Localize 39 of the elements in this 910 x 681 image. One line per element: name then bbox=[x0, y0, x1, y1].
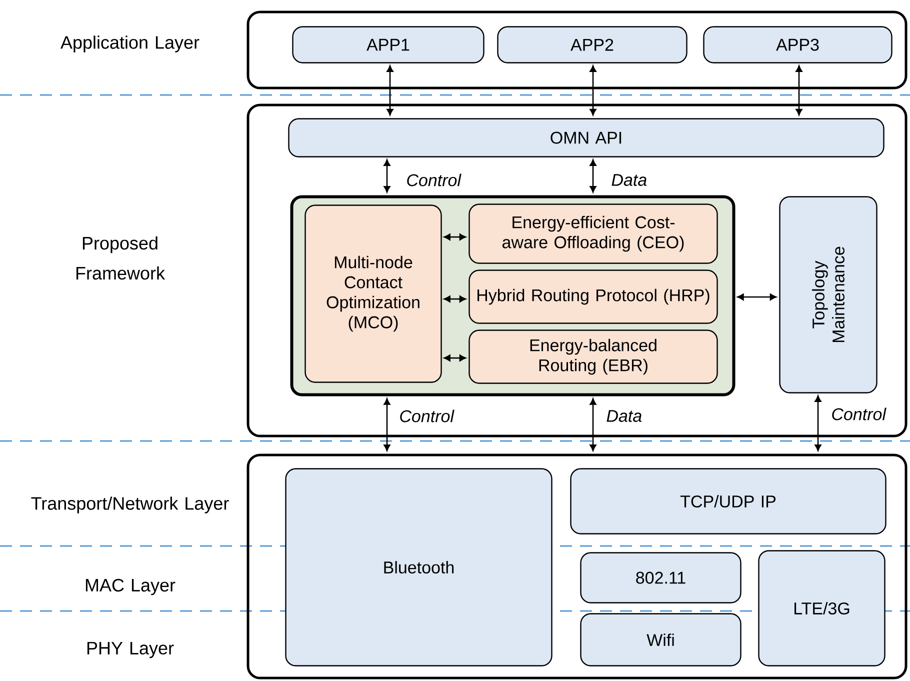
protocol-box: Bluetooth bbox=[285, 468, 552, 666]
module-box: Energy-balanced Routing (EBR) bbox=[468, 330, 718, 384]
protocol-box: 802.11 bbox=[580, 552, 742, 604]
edge-label: Control bbox=[398, 408, 455, 424]
layer-label: Application Layer bbox=[60, 36, 200, 52]
module-box: Topology Maintenance bbox=[779, 196, 878, 394]
module-box: Multi-node Contact Optimization (MCO) bbox=[304, 204, 442, 383]
arrow bbox=[796, 65, 802, 116]
arrow bbox=[814, 395, 822, 452]
arrow bbox=[590, 65, 596, 116]
app-box: APP3 bbox=[703, 26, 892, 64]
layer-frame bbox=[246, 10, 908, 90]
arrow bbox=[590, 398, 596, 452]
arrow bbox=[384, 159, 390, 193]
api-box: OMN API bbox=[288, 118, 884, 158]
arrow bbox=[444, 354, 466, 362]
edge-label: Control bbox=[830, 406, 887, 422]
app-box: APP1 bbox=[292, 26, 484, 64]
layer-frame bbox=[246, 104, 908, 438]
edge-label: Control bbox=[405, 172, 462, 188]
module-box: Energy-efficient Cost-aware Offloading (CEO) bbox=[468, 204, 718, 264]
arrow bbox=[386, 65, 394, 116]
arrow bbox=[444, 234, 466, 240]
edge-label: Data bbox=[605, 409, 644, 423]
layer-label: Transport/Network Layer bbox=[31, 496, 229, 514]
arrow bbox=[737, 294, 776, 300]
app-box: APP2 bbox=[497, 26, 688, 64]
protocol-box: LTE/3G bbox=[758, 550, 886, 666]
layer-label: MAC Layer bbox=[86, 578, 176, 596]
layer-label: Proposed Framework bbox=[76, 236, 166, 280]
arrow bbox=[384, 398, 390, 452]
arrow bbox=[444, 296, 466, 302]
module-box: Hybrid Routing Protocol (HRP) bbox=[468, 270, 718, 324]
layer-label: PHY Layer bbox=[87, 642, 174, 658]
protocol-box: TCP/UDP IP bbox=[570, 468, 886, 534]
edge-label: Data bbox=[610, 173, 648, 187]
arrow bbox=[590, 159, 596, 193]
protocol-box: Wifi bbox=[580, 613, 742, 666]
layer-frame bbox=[246, 454, 908, 680]
